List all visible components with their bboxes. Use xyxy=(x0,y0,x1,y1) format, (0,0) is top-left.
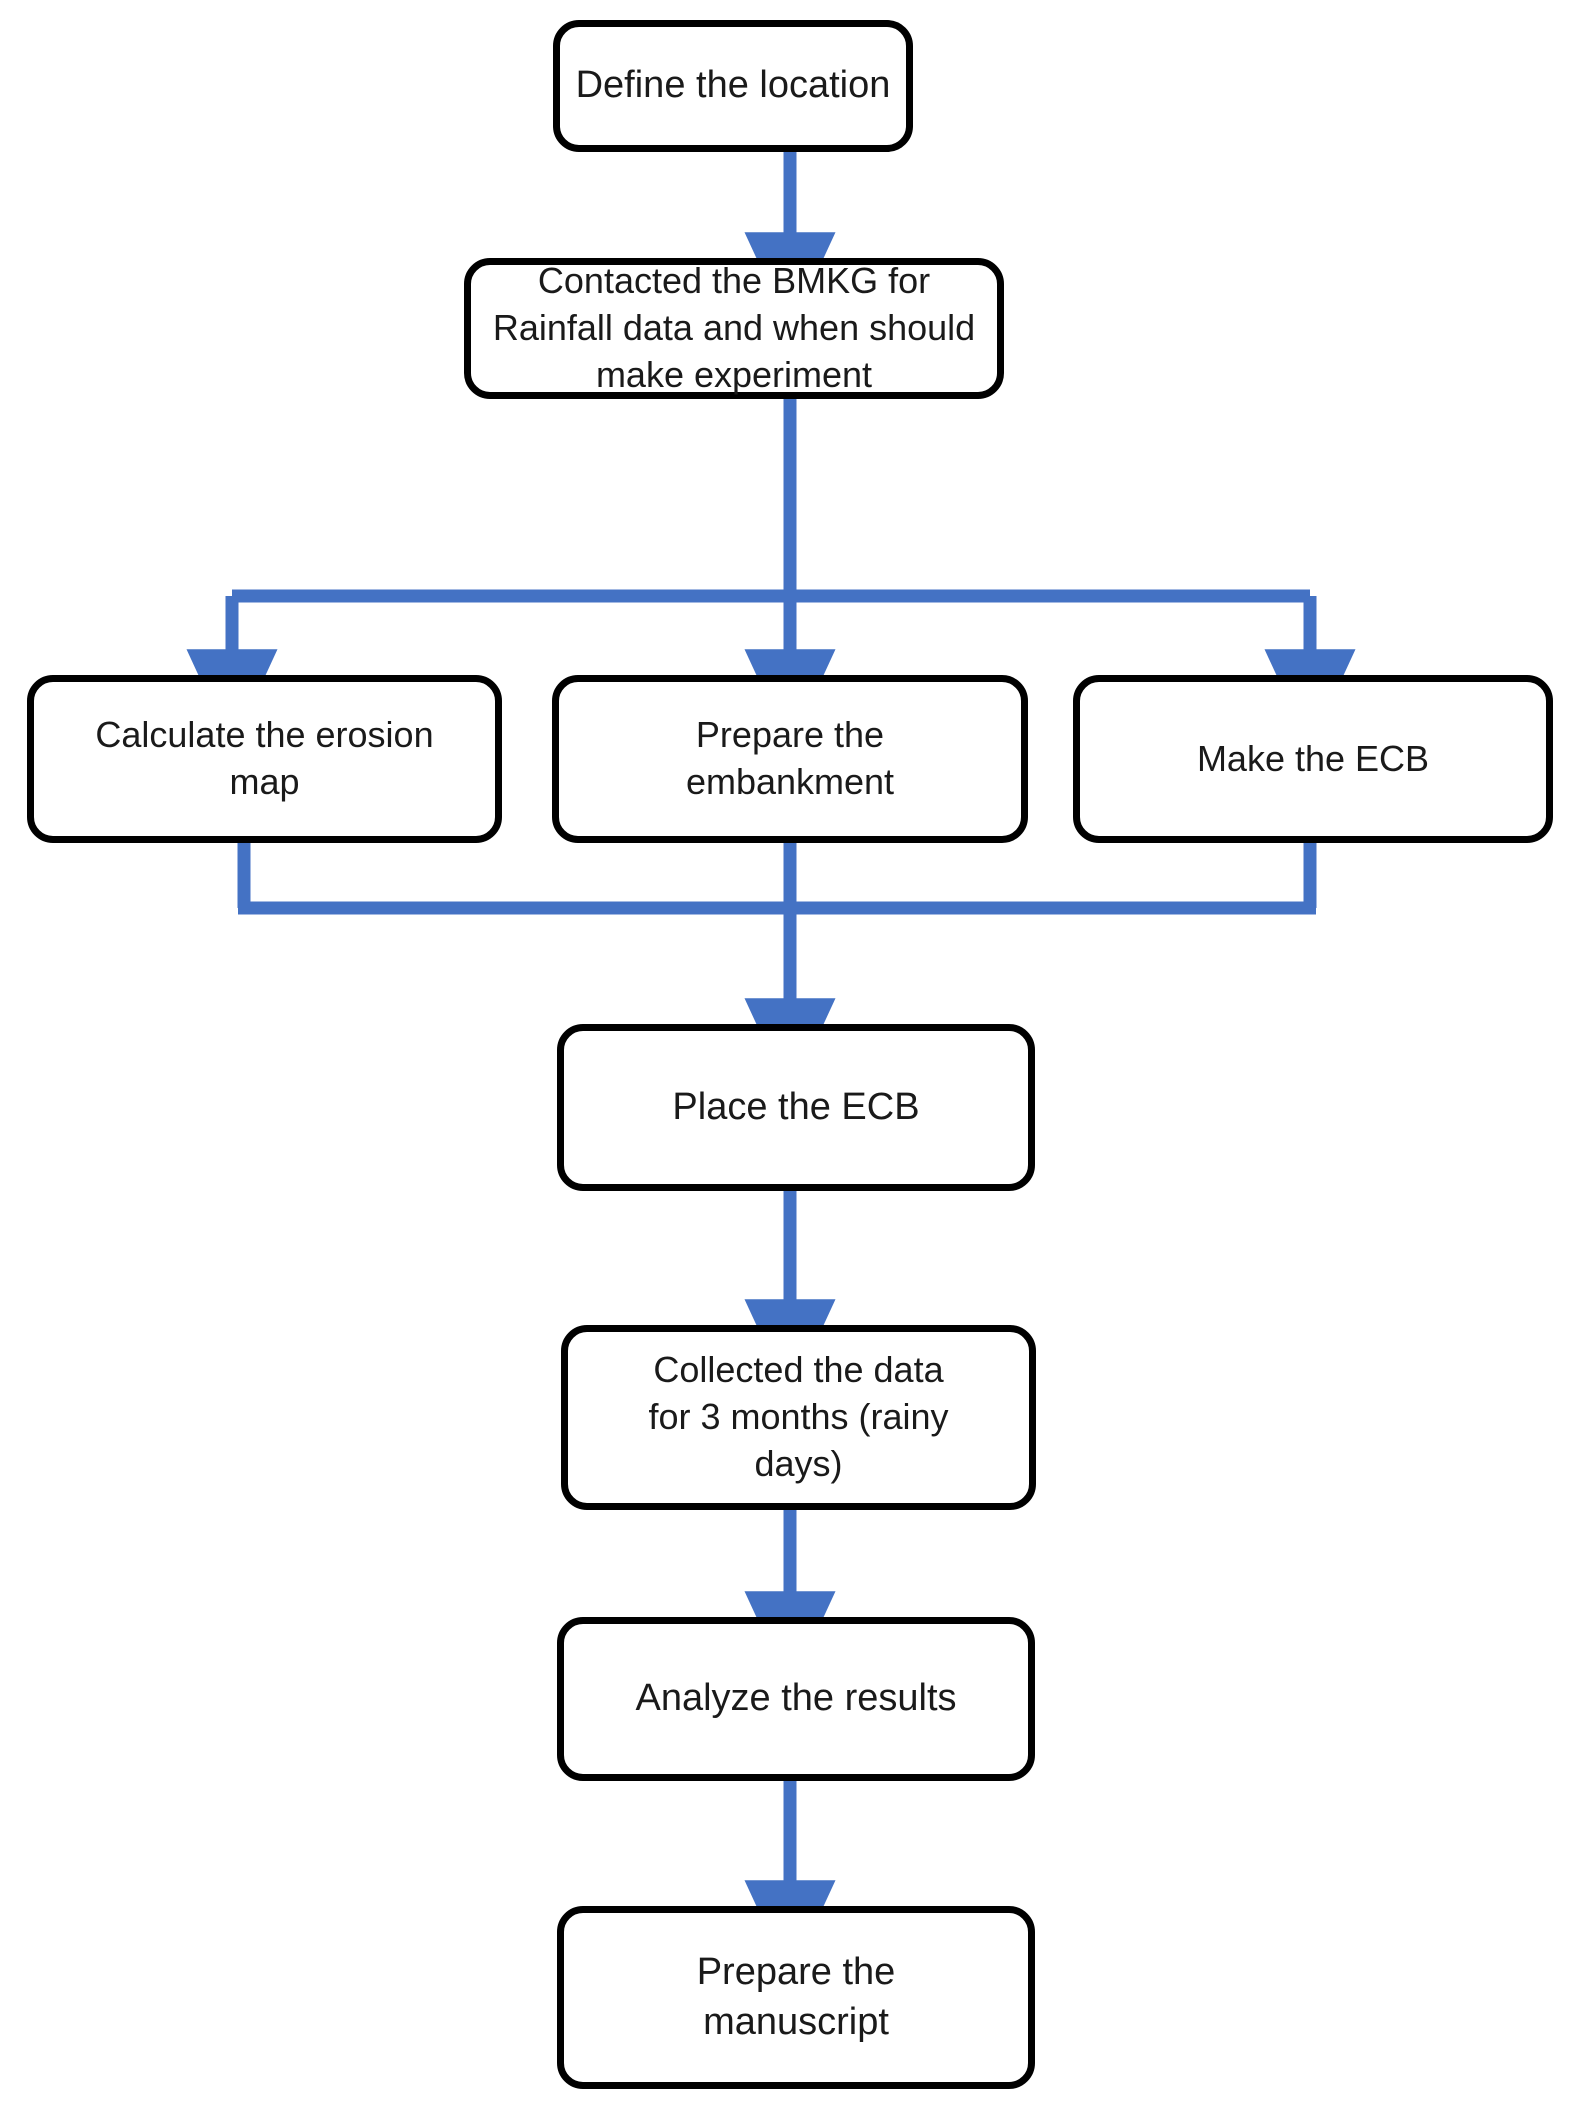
node-label: Place the ECB xyxy=(672,1085,920,1128)
node-label: Collected the data for 3 months (rainy d… xyxy=(648,1349,949,1484)
node-contacted-the-bmkg[interactable]: Contacted the BMKG for Rainfall data and… xyxy=(464,258,1004,399)
node-label: Prepare the embankment xyxy=(685,714,895,802)
node-label: Prepare the manuscript xyxy=(696,1951,896,2043)
node-make-the-ecb[interactable]: Make the ECB xyxy=(1073,675,1553,843)
node-label: Calculate the erosion map xyxy=(95,714,434,802)
node-label: Make the ECB xyxy=(1196,737,1430,779)
node-label: Analyze the results xyxy=(635,1677,957,1720)
node-label: Define the location xyxy=(575,64,891,107)
node-label: Contacted the BMKG for Rainfall data and… xyxy=(492,260,976,395)
node-calculate-the-erosion-map[interactable]: Calculate the erosion map xyxy=(27,675,502,843)
node-prepare-the-embankment[interactable]: Prepare the embankment xyxy=(552,675,1028,843)
node-define-the-location[interactable]: Define the location xyxy=(553,20,913,152)
node-place-the-ecb[interactable]: Place the ECB xyxy=(557,1024,1035,1191)
node-prepare-the-manuscript[interactable]: Prepare the manuscript xyxy=(557,1906,1035,2089)
node-collected-the-data[interactable]: Collected the data for 3 months (rainy d… xyxy=(561,1325,1036,1510)
node-analyze-the-results[interactable]: Analyze the results xyxy=(557,1617,1035,1781)
